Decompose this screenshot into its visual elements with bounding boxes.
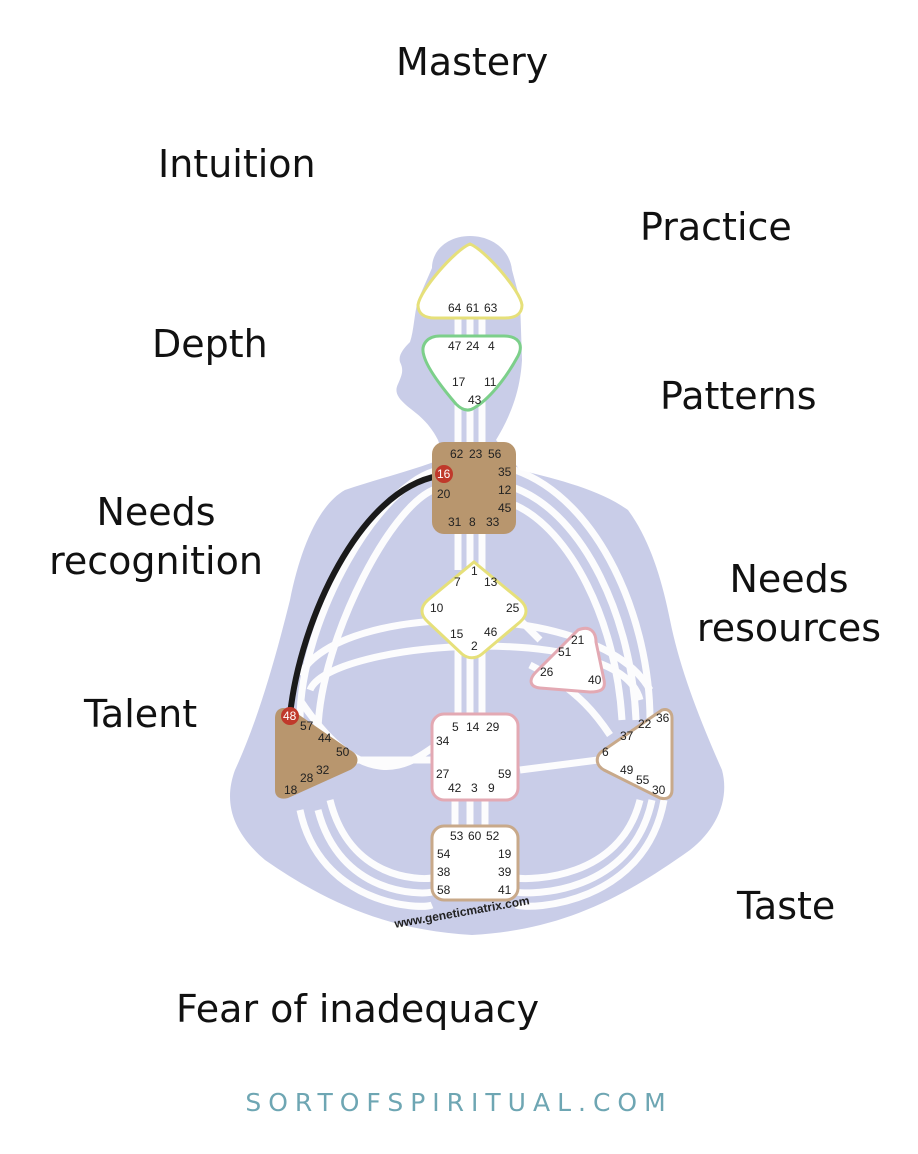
label-patterns: Patterns [660,374,817,418]
gate-20: 20 [437,487,451,501]
gate-24: 24 [466,339,480,353]
gate-38: 38 [437,865,451,879]
gate-60: 60 [468,829,482,843]
gate-9: 9 [488,781,495,795]
spleen-center: 48 57 44 50 32 28 18 [275,707,358,799]
gate-7: 7 [454,575,461,589]
label-needs-recognition-line1: Needs [96,490,216,534]
head-center: 64 61 63 [416,242,524,320]
gate-11: 11 [484,375,497,389]
gate-59: 59 [498,767,512,781]
gate-5: 5 [452,720,459,734]
gate-55: 55 [636,773,650,787]
gate-25: 25 [506,601,520,615]
sacral-center: 5 14 29 34 27 59 42 3 9 [430,712,520,802]
label-intuition: Intuition [158,142,316,186]
ajna-center: 47 24 4 17 11 43 [421,334,522,412]
gate-32: 32 [316,763,330,777]
gate-35: 35 [498,465,512,479]
gate-27: 27 [436,767,450,781]
throat-center: 62 23 56 16 35 20 12 45 31 8 33 [432,442,516,534]
gate-50: 50 [336,745,350,759]
gate-30: 30 [652,783,666,797]
defined-channel-16-48 [287,473,439,716]
gate-51: 51 [558,645,572,659]
label-practice: Practice [640,205,792,249]
label-taste: Taste [737,884,836,928]
gate-19: 19 [498,847,512,861]
gate-31: 31 [448,515,462,529]
gate-39: 39 [498,865,512,879]
gate-33: 33 [486,515,500,529]
gate-61: 61 [466,301,480,315]
gate-52: 52 [486,829,500,843]
gate-6: 6 [602,745,609,759]
gate-21: 21 [571,633,585,647]
gate-48: 48 [283,709,297,723]
gate-29: 29 [486,720,500,734]
gate-40: 40 [588,673,602,687]
gate-41: 41 [498,883,512,897]
gate-46: 46 [484,625,498,639]
label-needs-resources-line2: resources [696,606,882,651]
label-mastery: Mastery [396,40,549,84]
solar-plexus-center: 37 22 36 6 49 55 30 [595,708,674,801]
gate-14: 14 [466,720,480,734]
gate-43: 43 [468,393,482,407]
label-needs-resources: Needs resources [696,555,882,654]
active-gate-48-marker [281,707,299,725]
gate-18: 18 [284,783,298,797]
gate-8: 8 [469,515,476,529]
label-needs-resources-line1: Needs [729,557,849,601]
gate-62: 62 [450,447,464,461]
gate-53: 53 [450,829,464,843]
ego-center: 21 51 26 40 [529,626,606,694]
gate-15: 15 [450,627,464,641]
gate-57: 57 [300,719,314,733]
gate-4: 4 [488,339,495,353]
gate-42: 42 [448,781,462,795]
gate-22: 22 [638,717,652,731]
gate-3: 3 [471,781,478,795]
gate-2: 2 [471,639,478,653]
label-needs-recognition: Needs recognition [48,488,264,587]
g-center: 1 7 13 10 25 15 46 2 [420,560,528,660]
active-gate-16-marker [435,465,453,483]
gate-34: 34 [436,734,450,748]
gate-56: 56 [488,447,502,461]
gate-28: 28 [300,771,314,785]
gate-13: 13 [484,575,498,589]
gate-58: 58 [437,883,451,897]
label-depth: Depth [152,322,268,366]
gate-23: 23 [469,447,483,461]
gate-36: 36 [656,711,670,725]
gate-10: 10 [430,601,444,615]
gate-1: 1 [471,564,478,578]
root-center: 53 60 52 54 19 38 39 58 41 [430,824,520,902]
gate-45: 45 [498,501,512,515]
gate-17: 17 [452,375,466,389]
gate-49: 49 [620,763,634,777]
label-talent: Talent [84,692,198,736]
label-fear-of-inadequacy: Fear of inadequacy [176,987,540,1031]
gate-37: 37 [620,729,634,743]
gate-12: 12 [498,483,512,497]
gate-47: 47 [448,339,462,353]
gate-44: 44 [318,731,332,745]
gate-54: 54 [437,847,451,861]
footer-site-name: SORTOFSPIRITUAL.COM [245,1088,673,1117]
gate-16: 16 [437,467,451,481]
gate-64: 64 [448,301,462,315]
gate-63: 63 [484,301,498,315]
label-needs-recognition-line2: recognition [49,539,263,584]
gate-26: 26 [540,665,554,679]
